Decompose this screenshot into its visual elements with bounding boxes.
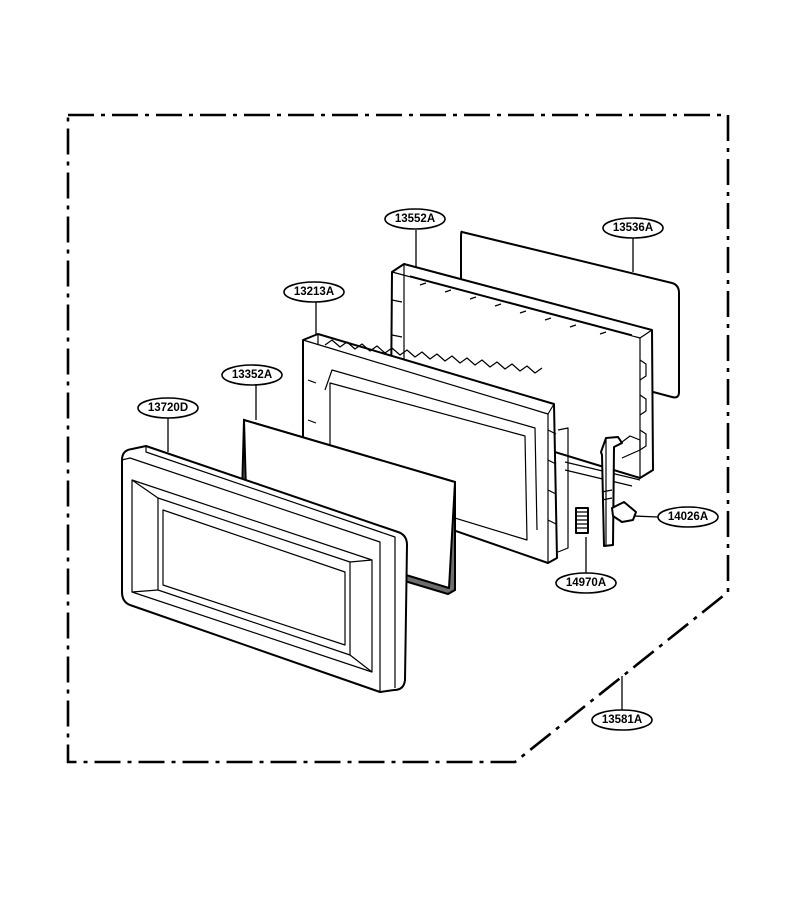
leader-14026a bbox=[633, 515, 659, 518]
svg-text:13536A: 13536A bbox=[613, 222, 653, 234]
label-13213a: 13213A bbox=[283, 281, 345, 303]
label-13581a: 13581A bbox=[591, 709, 653, 731]
svg-text:13352A: 13352A bbox=[232, 369, 272, 381]
label-13536a: 13536A bbox=[602, 217, 664, 239]
svg-text:13213A: 13213A bbox=[294, 286, 334, 298]
svg-text:13552A: 13552A bbox=[395, 213, 435, 225]
latch-hook-part bbox=[600, 435, 641, 547]
latch-spring-part bbox=[575, 507, 589, 534]
choke-cover-frame-part bbox=[390, 263, 654, 487]
label-13720d: 13720D bbox=[137, 397, 199, 419]
svg-text:13581A: 13581A bbox=[602, 714, 642, 726]
assembly-boundary bbox=[66, 113, 730, 764]
label-14970a: 14970A bbox=[555, 572, 617, 594]
svg-text:14026A: 14026A bbox=[668, 511, 708, 523]
door-front-frame-part bbox=[121, 445, 408, 693]
label-13352a: 13352A bbox=[221, 364, 283, 386]
svg-text:13720D: 13720D bbox=[148, 402, 188, 414]
label-13552a: 13552A bbox=[384, 208, 446, 230]
svg-text:14970A: 14970A bbox=[566, 577, 606, 589]
label-14026a: 14026A bbox=[657, 506, 719, 528]
